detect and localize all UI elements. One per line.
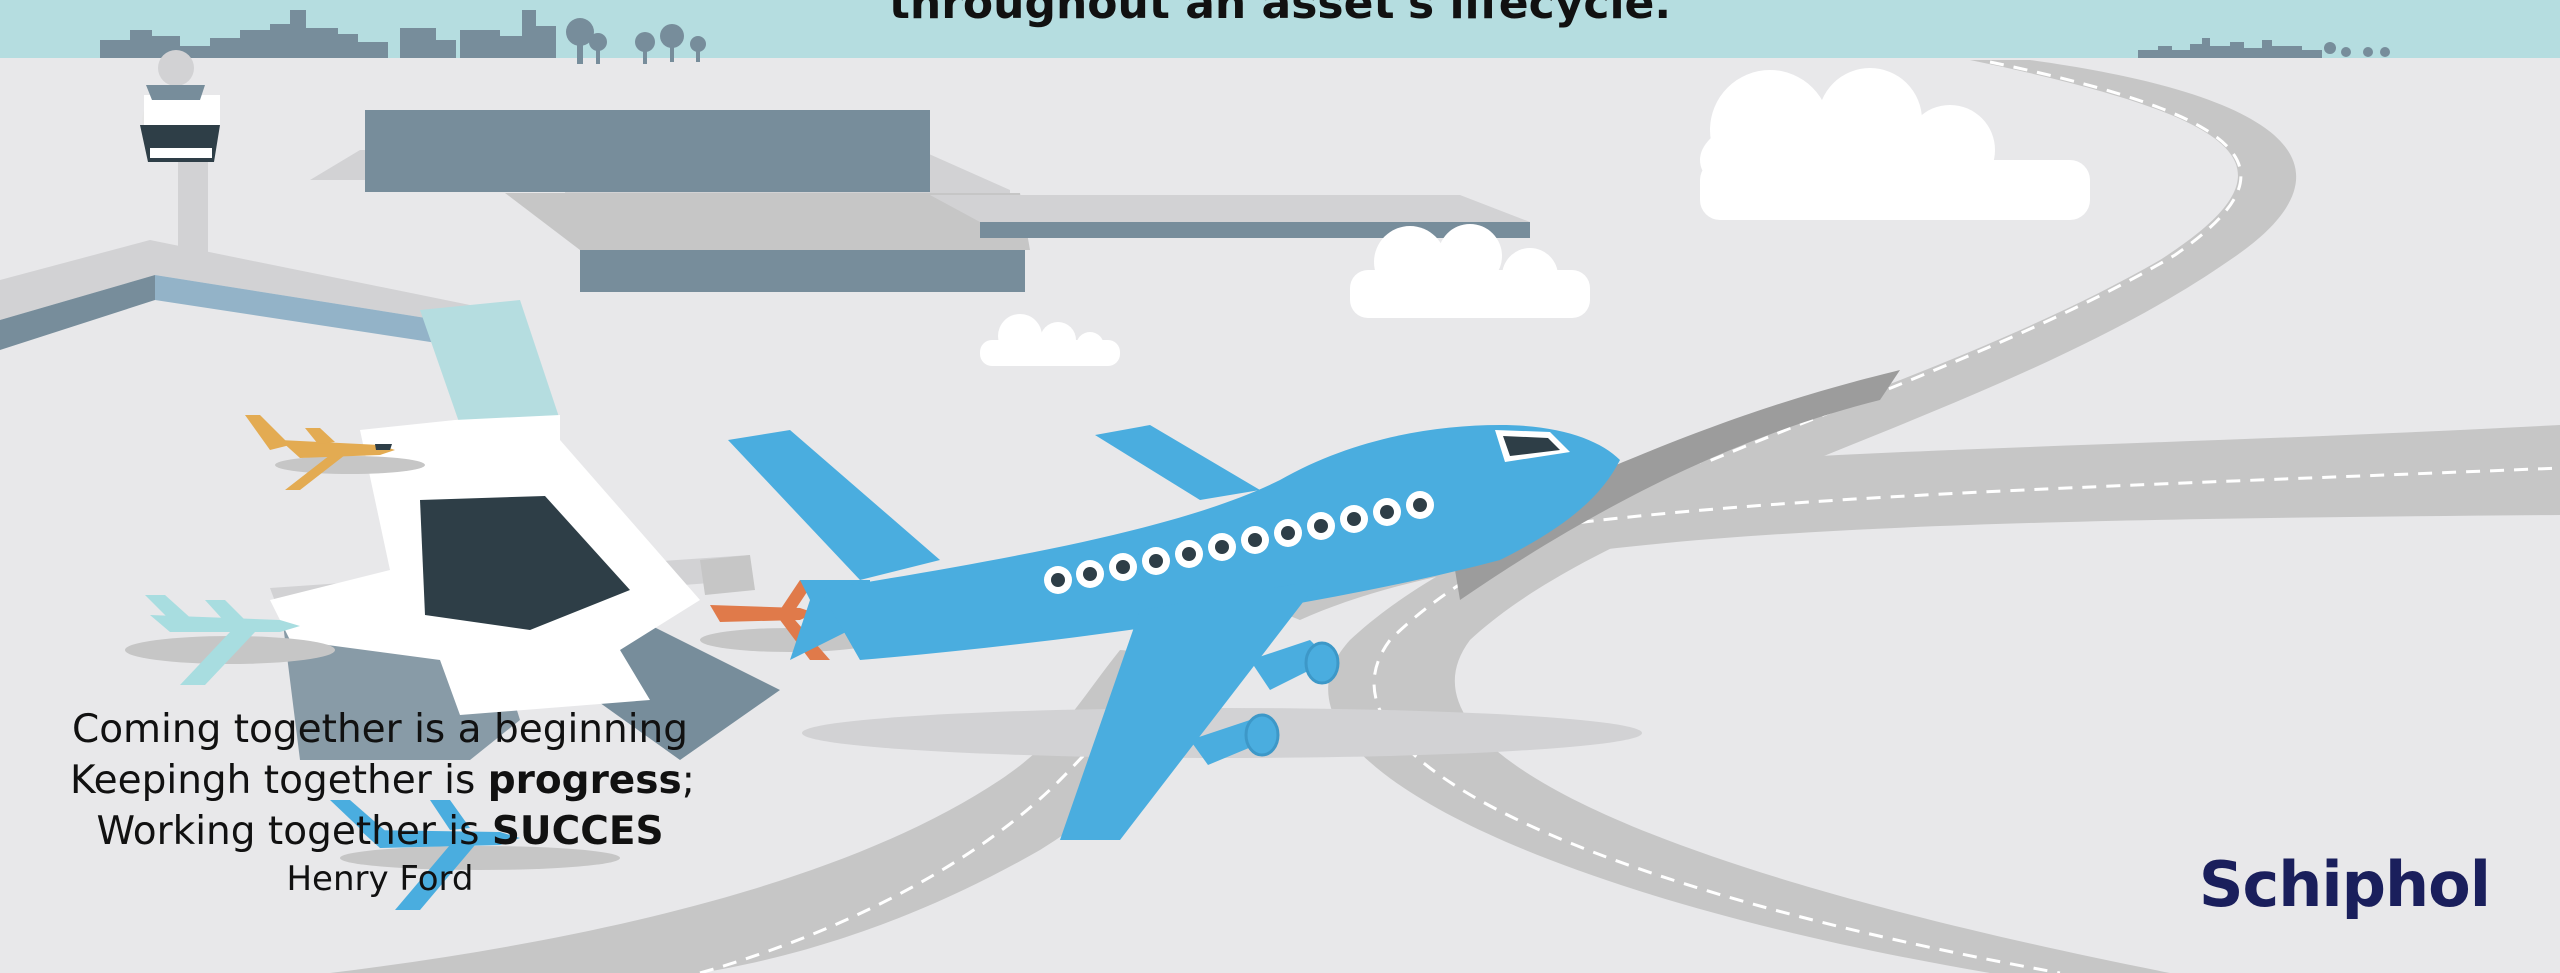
top-banner <box>0 0 2560 64</box>
terminal-building <box>310 110 1530 292</box>
schiphol-logo: Schiphol <box>2198 848 2491 921</box>
quote-author: Henry Ford <box>286 859 474 899</box>
control-tower-icon <box>0 50 470 350</box>
airplane-icon <box>125 595 335 685</box>
cloud-icon <box>1700 68 2090 220</box>
airplane-icon <box>330 800 620 910</box>
cloud-icon <box>1350 224 1590 318</box>
banner-title: throughout an asset's lifecycle. <box>888 0 1672 29</box>
city-skyline-icon <box>100 10 706 64</box>
quote-block: Coming together is a beginning Keepingh … <box>70 704 695 901</box>
central-pier <box>270 300 700 715</box>
city-skyline-icon <box>2138 38 2390 58</box>
plane-windows <box>1044 491 1434 594</box>
airplane-icon <box>245 415 425 490</box>
quote-line-1: Coming together is a beginning <box>71 707 689 752</box>
airplane-icon <box>728 425 1620 840</box>
cloud-icon <box>980 314 1120 366</box>
quote-line-2: Keepingh together is progress; <box>70 758 695 803</box>
quote-line-3: Working together is SUCCES <box>96 809 664 854</box>
